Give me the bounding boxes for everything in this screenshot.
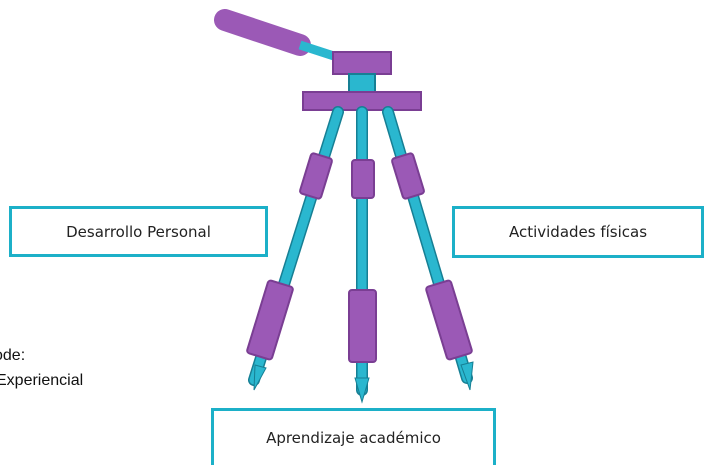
- tripod-leg-middle: [348, 106, 377, 404]
- label-desarrollo-personal-text: Desarrollo Personal: [66, 222, 211, 241]
- side-text-line-1: ode:: [0, 347, 26, 364]
- label-aprendizaje-academico-text: Aprendizaje académico: [266, 429, 441, 447]
- pan-handle: [214, 9, 342, 63]
- tripod-head: [302, 51, 422, 111]
- side-text-line-2: Experiencial: [0, 372, 84, 389]
- label-actividades-fisicas-text: Actividades físicas: [508, 223, 648, 241]
- label-desarrollo-personal: Desarrollo Personal: [9, 206, 268, 257]
- tripod-leg-right: [382, 106, 474, 391]
- label-aprendizaje-academico: Aprendizaje académico: [211, 408, 496, 465]
- tripod-leg-left: [246, 106, 344, 391]
- label-actividades-fisicas: Actividades físicas: [452, 206, 704, 258]
